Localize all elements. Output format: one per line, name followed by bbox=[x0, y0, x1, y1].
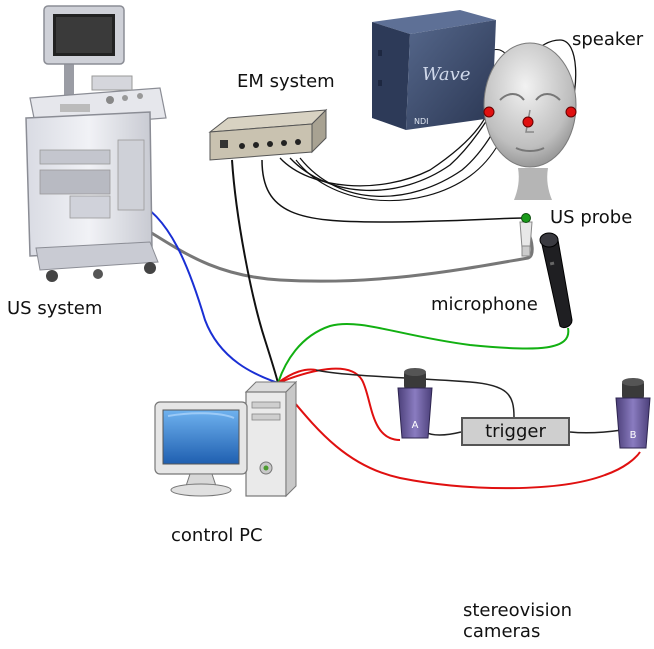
microphone-label: microphone bbox=[431, 294, 538, 315]
trigger-box: trigger bbox=[461, 417, 570, 446]
camera-b-icon: B bbox=[615, 378, 651, 449]
ndi-logo: NDI bbox=[414, 117, 429, 126]
stereovision-cameras-label: stereovision cameras bbox=[463, 600, 623, 642]
mic-cable bbox=[277, 323, 570, 384]
em-system-label: EM system bbox=[237, 71, 335, 92]
stereovision-label-line2: cameras bbox=[463, 620, 541, 642]
head-sensor-left bbox=[483, 106, 495, 118]
pc-to-camera-a-cable bbox=[277, 367, 401, 441]
computer-icon bbox=[154, 380, 298, 498]
camera-a-icon: A bbox=[397, 368, 433, 439]
camera-b-label: B bbox=[630, 430, 637, 441]
control-pc-label: control PC bbox=[171, 525, 263, 546]
pc-to-camera-b-cable bbox=[277, 382, 641, 490]
head-sensor-right bbox=[565, 106, 577, 118]
em-to-probe-cable bbox=[261, 159, 525, 223]
head-sensor-nose bbox=[522, 116, 534, 128]
us-to-pc-cable bbox=[132, 199, 279, 384]
wave-logo: Wave bbox=[422, 64, 471, 85]
probe-cable bbox=[119, 213, 534, 283]
trigger-to-camera-b-cable bbox=[569, 429, 623, 434]
camera-a-label: A bbox=[412, 420, 419, 431]
trigger-label: trigger bbox=[485, 421, 546, 442]
microphone-icon bbox=[539, 232, 573, 329]
head-model-icon bbox=[483, 42, 577, 200]
ultrasound-machine-icon bbox=[25, 5, 167, 282]
speaker-label: speaker bbox=[572, 29, 644, 50]
em-to-head-cable-1 bbox=[279, 111, 489, 187]
trigger-to-pc-cable bbox=[315, 369, 515, 418]
us-system-label: US system bbox=[7, 298, 103, 319]
em-to-pc-cable bbox=[231, 159, 279, 384]
ultrasound-probe-icon bbox=[519, 213, 533, 257]
trigger-to-camera-a-cable bbox=[424, 431, 462, 436]
pc-red-stub bbox=[277, 368, 317, 384]
stereovision-label-line1: stereovision bbox=[463, 600, 573, 621]
wave-box-icon: Wave NDI bbox=[372, 10, 496, 130]
probe-sensor bbox=[521, 213, 531, 223]
us-probe-label: US probe bbox=[550, 207, 633, 228]
em-field-generator-icon bbox=[208, 108, 328, 161]
